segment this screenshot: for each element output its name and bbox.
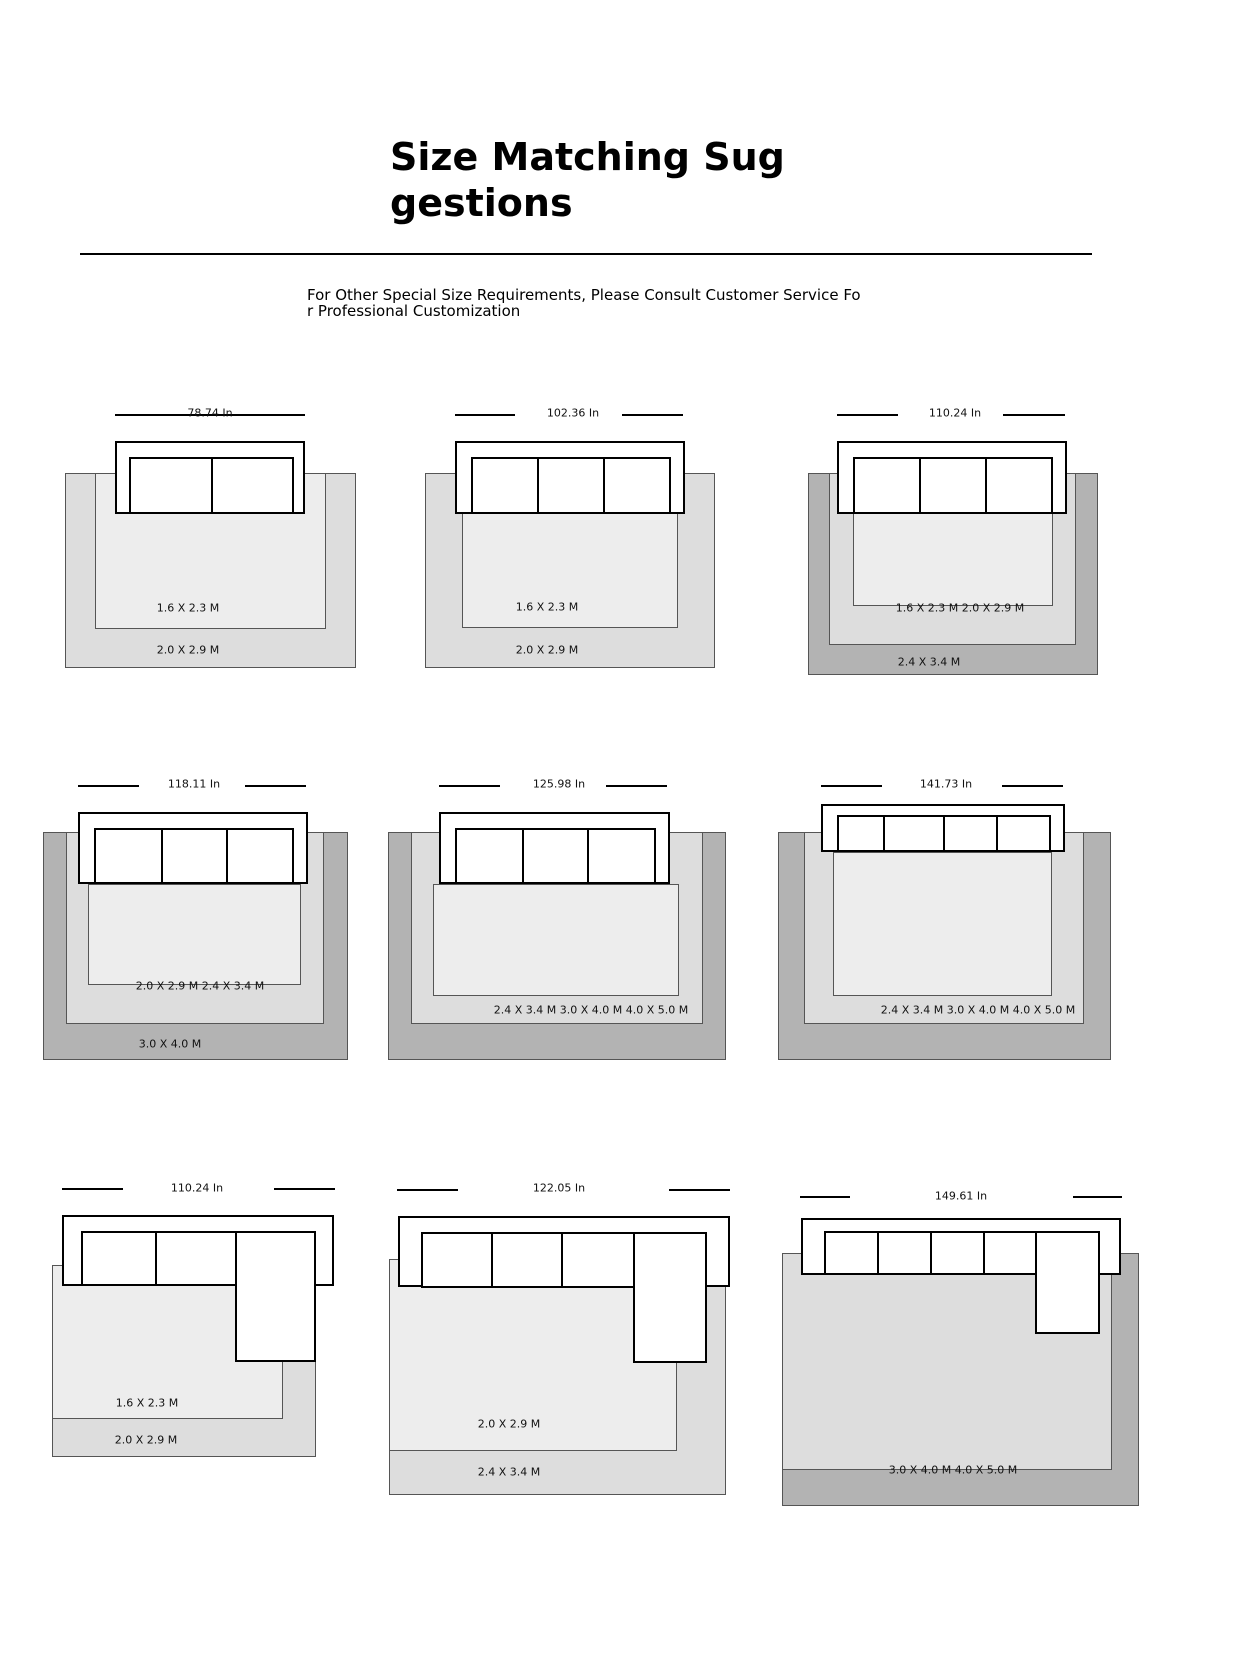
- sofa-seat: [985, 457, 1053, 514]
- width-label: 110.24 In: [928, 406, 982, 420]
- page-title: Size Matching Suggestions: [390, 135, 785, 225]
- dimension-line: [622, 414, 683, 416]
- sofa-seat: [883, 815, 945, 852]
- rug-size-label: 1.6 X 2.3 M: [156, 601, 220, 615]
- sofa-chaise: [1035, 1231, 1100, 1334]
- width-label: 122.05 In: [532, 1181, 586, 1195]
- dimension-line: [606, 785, 667, 787]
- sofa-seat: [943, 815, 998, 852]
- width-label: 110.24 In: [170, 1181, 224, 1195]
- rug-size-label: 1.6 X 2.3 M 2.0 X 2.9 M: [895, 601, 1025, 615]
- sofa-seat: [587, 828, 656, 884]
- rug-size-label: 2.4 X 3.4 M: [477, 1465, 541, 1479]
- sofa-seat: [996, 815, 1051, 852]
- sofa-seat: [919, 457, 987, 514]
- dimension-line: [62, 1188, 123, 1190]
- divider: [80, 253, 1092, 255]
- sofa-seat: [853, 457, 921, 514]
- sofa-chaise: [633, 1232, 707, 1363]
- sofa-seat: [129, 457, 213, 514]
- rug-size-label: 2.4 X 3.4 M: [897, 655, 961, 669]
- dimension-line: [800, 1196, 850, 1198]
- dimension-line: [439, 785, 500, 787]
- rug-size-label: 2.0 X 2.9 M 2.4 X 3.4 M: [135, 979, 265, 993]
- dimension-line: [1003, 414, 1065, 416]
- dimension-line: [245, 785, 306, 787]
- rug-size-label: 3.0 X 4.0 M: [138, 1037, 202, 1051]
- sofa-seat: [537, 457, 605, 514]
- dimension-line: [1073, 1196, 1122, 1198]
- dimension-line: [669, 1189, 730, 1191]
- rug: [833, 852, 1052, 996]
- sofa-seat: [421, 1232, 493, 1288]
- rug: [389, 1259, 677, 1451]
- width-label: 125.98 In: [532, 777, 586, 791]
- dimension-line: [78, 785, 139, 787]
- subtitle: For Other Special Size Requirements, Ple…: [307, 286, 861, 320]
- sofa-seat: [983, 1231, 1037, 1275]
- sofa-seat: [471, 457, 539, 514]
- width-label: 149.61 In: [934, 1189, 988, 1203]
- sofa-seat: [877, 1231, 932, 1275]
- rug-size-label: 2.4 X 3.4 M 3.0 X 4.0 M 4.0 X 5.0 M: [493, 1003, 689, 1017]
- rug-size-label: 2.0 X 2.9 M: [114, 1433, 178, 1447]
- dimension-line: [837, 414, 898, 416]
- sofa-seat: [930, 1231, 985, 1275]
- sofa-seat: [155, 1231, 237, 1286]
- rug-size-label: 1.6 X 2.3 M: [115, 1396, 179, 1410]
- sofa-chaise: [235, 1231, 316, 1362]
- width-label: 102.36 In: [546, 406, 600, 420]
- sofa-seat: [226, 828, 294, 884]
- rug-size-label: 1.6 X 2.3 M: [515, 600, 579, 614]
- rug-size-label: 2.0 X 2.9 M: [156, 643, 220, 657]
- rug-size-label: 2.4 X 3.4 M 3.0 X 4.0 M 4.0 X 5.0 M: [880, 1003, 1076, 1017]
- sofa-seat: [211, 457, 294, 514]
- rug: [853, 513, 1053, 606]
- dimension-line: [397, 1189, 458, 1191]
- sofa-seat: [94, 828, 163, 884]
- dimension-line: [274, 1188, 335, 1190]
- rug-size-label: 2.0 X 2.9 M: [477, 1417, 541, 1431]
- rug-size-label: 2.0 X 2.9 M: [515, 643, 579, 657]
- rug: [462, 513, 678, 628]
- sofa-seat: [161, 828, 228, 884]
- sofa-seat: [455, 828, 524, 884]
- rug: [433, 884, 679, 996]
- sofa-seat: [837, 815, 885, 852]
- rug: [88, 884, 301, 985]
- dimension-line: [115, 414, 305, 416]
- dimension-line: [455, 414, 515, 416]
- sofa-seat: [522, 828, 589, 884]
- sofa-seat: [81, 1231, 157, 1286]
- dimension-line: [1002, 785, 1063, 787]
- sofa-seat: [603, 457, 671, 514]
- width-label: 141.73 In: [919, 777, 973, 791]
- sofa-seat: [824, 1231, 879, 1275]
- rug-size-label: 3.0 X 4.0 M 4.0 X 5.0 M: [888, 1463, 1018, 1477]
- dimension-line: [821, 785, 882, 787]
- sofa-seat: [561, 1232, 635, 1288]
- sofa-seat: [491, 1232, 563, 1288]
- width-label: 118.11 In: [167, 777, 221, 791]
- width-label: 78.74 In: [187, 406, 233, 420]
